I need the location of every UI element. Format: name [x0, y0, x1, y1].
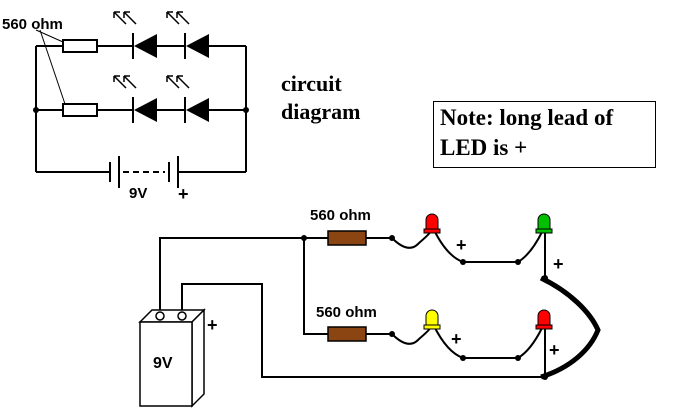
led-plus-marker: + [451, 329, 462, 349]
led-plus-marker: + [553, 254, 564, 274]
schematic-led [132, 97, 157, 123]
diagram-title-line2: diagram [281, 99, 361, 124]
schematic-resistor-bottom [62, 103, 98, 117]
pictorial-wires [159, 229, 546, 378]
schematic-led [184, 33, 209, 59]
led-red-bottom [535, 309, 553, 330]
schematic-led [132, 33, 157, 59]
diagram-title: circuit diagram [281, 70, 360, 126]
schematic-resistor-label: 560 ohm [2, 16, 63, 33]
schematic-resistor-top [62, 39, 98, 53]
label-pointer-lines [35, 29, 66, 105]
return-wire [539, 275, 601, 380]
led-green-top [535, 213, 553, 234]
schematic-battery-icon [109, 156, 179, 188]
schematic-battery-label: 9V [129, 185, 147, 202]
resistor-bottom [327, 326, 367, 342]
led-plus-marker: + [549, 340, 560, 360]
led-yellow-bottom [423, 309, 441, 330]
resistor-top-label: 560 ohm [310, 207, 371, 224]
schematic-diagram [35, 39, 247, 173]
note-box: Note: long lead of LED is + [433, 101, 656, 168]
resistor-top [327, 230, 367, 246]
resistor-bottom-label: 560 ohm [316, 304, 377, 321]
wire-junctions [301, 235, 548, 380]
schematic-battery-plus: + [178, 184, 189, 204]
schematic-junction [33, 107, 39, 113]
note-line1: Note: long lead of [440, 105, 614, 130]
note-line2: LED is + [440, 135, 528, 160]
battery-plus-label: + [207, 315, 218, 335]
led-red-top [423, 213, 441, 234]
schematic-led [184, 97, 209, 123]
diagram-title-line1: circuit [281, 71, 342, 96]
schematic-junction [243, 107, 249, 113]
battery-label: 9V [153, 355, 173, 372]
light-emission-arrows-icon [113, 11, 190, 89]
battery-9v-icon [138, 308, 206, 408]
led-plus-marker: + [456, 235, 467, 255]
